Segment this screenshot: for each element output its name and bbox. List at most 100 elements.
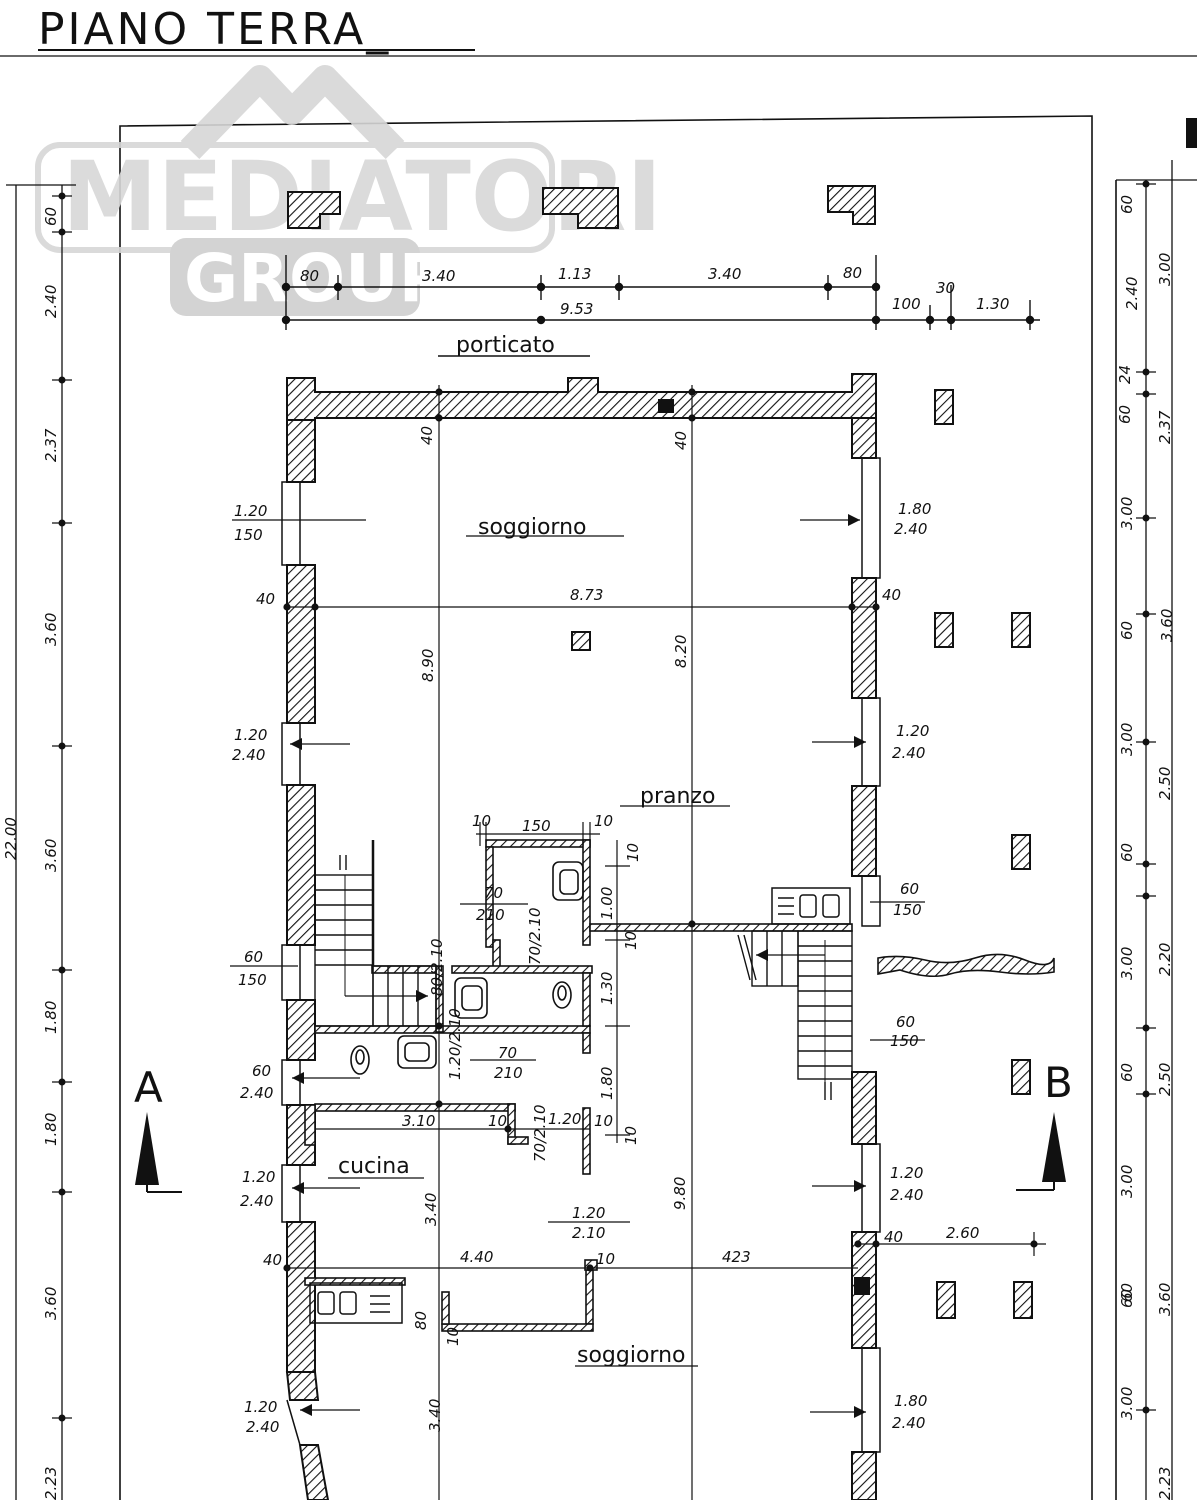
section-marker-b: B [1016,1058,1073,1191]
dim-h-40-c: 40 [884,1228,903,1246]
right-chain-node [1142,610,1150,618]
kitchen-units [309,887,851,1324]
door7-size: 80/2.10 [428,938,446,996]
section-marker-a: A [134,1063,182,1193]
top-dimension-lines [281,255,1040,330]
right-chain-label: 3.00 [1156,253,1174,286]
left-chain-node [58,1078,66,1086]
left-chain-label: 1.80 [42,1001,60,1034]
dim-top-953: 9.53 [560,300,593,318]
left-chain-node [58,1414,66,1422]
plan-title: PIANO TERRA_ [38,4,391,55]
left-chain-label: 60 [42,207,60,226]
opening-l4-width: 60 [252,1062,271,1080]
right-chain-node [1142,860,1150,868]
dim-v-980: 9.80 [671,1177,689,1210]
right-chain-node [1142,1090,1150,1098]
opening-r3-height: 150 [893,901,922,919]
right-chain-node [1142,1406,1150,1414]
dim-h-10-h: 10 [596,1250,615,1268]
opening-r6-width: 1.80 [894,1392,927,1410]
left-chain-label: 2.40 [42,285,60,318]
right-chain-label: 60 [1118,195,1136,214]
dim-v-10-d: 10 [622,931,640,950]
right-chain-node [1142,180,1150,188]
dim-v-100: 1.00 [598,887,616,920]
opening-l5-width: 1.20 [242,1168,275,1186]
left-chain-label: 3.60 [42,613,60,646]
chimney-left [287,191,341,229]
left-chain-label: 2.37 [42,428,60,462]
right-chain-label: 2.20 [1156,943,1174,976]
opening-r6-height: 2.40 [892,1414,925,1432]
dim-v-10-e: 10 [622,1126,640,1145]
right-chain-label: 3.00 [1118,497,1136,530]
opening-l6-height: 2.40 [246,1418,279,1436]
section-letter-b: B [1044,1058,1073,1107]
right-chain-label: 2.40 [1123,277,1141,310]
bathroom-fixtures [350,861,584,1075]
section-letter-a: A [134,1063,163,1112]
door1-height: 210 [476,906,505,924]
left-chain-node [58,1188,66,1196]
dim-h-10-g: 10 [594,1112,613,1130]
dim-v-180: 1.80 [598,1067,616,1100]
opening-r1-width: 1.80 [898,500,931,518]
dim-total-2200: 22.00 [2,817,20,860]
watermark-subtext: GROUP [184,240,447,317]
right-chain-label: 3.00 [1118,1387,1136,1420]
opening-r4-width: 60 [896,1013,915,1031]
left-chain-node [58,228,66,236]
right-dimension-chain [1145,160,1173,1500]
left-chain-label: 1.80 [42,1113,60,1146]
left-chain-node [58,376,66,384]
dim-v-80: 80 [412,1311,430,1330]
door2-width: 70 [498,1044,517,1062]
left-chain-node [58,192,66,200]
dim-h-10-f: 10 [488,1112,507,1130]
right-chain-node [1142,738,1150,746]
door3-width: 1.20 [572,1204,605,1222]
right-chain-label: 3.60 [1156,1283,1174,1316]
right-chain-label: 60 [1118,1289,1136,1308]
dim-873: 8.73 [570,586,603,604]
opening-r2-height: 2.40 [892,744,925,762]
right-chain-node [1142,1024,1150,1032]
sheet-frame [119,115,1093,1500]
room-label-porticato: porticato [456,333,555,358]
right-chain-label: 3.00 [1118,947,1136,980]
opening-l3-height: 150 [238,971,267,989]
dim-v-340-b: 3.40 [426,1399,444,1432]
opening-l2-width: 1.20 [234,726,267,744]
opening-l2-height: 2.40 [232,746,265,764]
opening-l1-height: 150 [234,526,263,544]
dim-h-260: 2.60 [946,1224,979,1242]
dim-top-30: 30 [936,279,955,297]
chimney-center [542,187,619,229]
opening-r3-width: 60 [900,880,919,898]
right-chain-label: 60 [1118,1063,1136,1082]
left-chain-node [58,966,66,974]
dim-v-820: 8.20 [672,635,690,668]
right-chain-node [1142,514,1150,522]
dim-h-10-b: 10 [594,812,613,830]
left-chain-node [58,742,66,750]
dim-top-340-right: 3.40 [708,265,741,283]
opening-l5-height: 2.40 [240,1192,273,1210]
right-chain-label: 3.60 [1158,609,1176,642]
door2-height: 210 [494,1064,523,1082]
door6-size: 70/2.10 [531,1104,549,1162]
door4-size: 70/2.10 [526,907,544,965]
dim-top-113: 1.13 [558,265,591,283]
dim-v-40-b: 40 [672,431,690,450]
dim-h-150: 150 [522,817,551,835]
right-chain-label: 3.00 [1118,1165,1136,1198]
dim-h-423: 423 [722,1248,751,1266]
right-chain-label: 2.50 [1156,1063,1174,1096]
opening-r1-height: 2.40 [894,520,927,538]
dim-v-10-i: 10 [444,1327,462,1346]
right-chain-label: 60 [1118,621,1136,640]
interior-partitions [304,839,853,1332]
right-chain-label: 3.00 [1118,723,1136,756]
